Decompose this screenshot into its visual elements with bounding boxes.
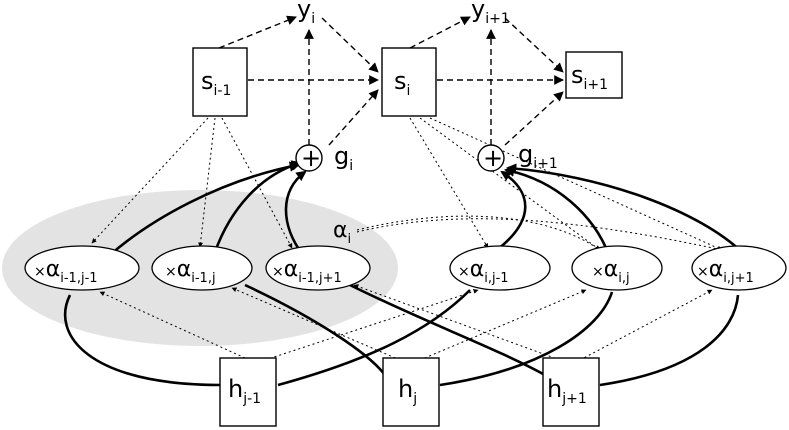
hidden-next: hj+1 (542, 357, 600, 427)
alpha-label: αi (333, 218, 351, 247)
svg-text:si: si (394, 67, 410, 99)
svg-text:×αi,j: ×αi,j (592, 257, 630, 286)
svg-text:×αi,j-1: ×αi,j-1 (458, 257, 509, 286)
svg-text:×αi,j+1: ×αi,j+1 (697, 257, 754, 286)
weight-node-5: ×αi,j+1 (691, 245, 787, 291)
output-y-cur: yi (297, 0, 315, 27)
gate-next: + gi+1 (477, 140, 558, 172)
bold-curves (63, 160, 746, 387)
svg-text:+: + (301, 144, 321, 172)
weight-node-1: ×αi-1,j (151, 245, 253, 291)
weight-node-0: ×αi-1,j-1 (24, 245, 140, 291)
dotted-arrows (91, 117, 723, 361)
dashed-arrows (218, 15, 564, 146)
svg-text:hj-1: hj-1 (228, 375, 261, 407)
svg-text:hj: hj (398, 375, 417, 407)
gate-cur: + gi (295, 142, 353, 174)
weight-node-2: ×αi-1,j+1 (265, 245, 371, 291)
svg-text:si+1: si+1 (571, 61, 608, 93)
weight-node-4: ×αi,j (571, 245, 663, 291)
svg-text:×αi-1,j-1: ×αi-1,j-1 (34, 257, 98, 286)
svg-text:+: + (483, 144, 503, 172)
svg-text:×αi-1,j+1: ×αi-1,j+1 (272, 257, 342, 286)
state-prev: si-1 (192, 47, 248, 117)
svg-text:×αi-1,j: ×αi-1,j (165, 257, 216, 286)
hidden-cur: hj (382, 357, 440, 427)
svg-text:gi: gi (334, 142, 353, 174)
svg-text:si-1: si-1 (201, 67, 231, 99)
svg-text:gi+1: gi+1 (518, 140, 558, 172)
state-cur: si (381, 47, 437, 117)
state-next: si+1 (565, 51, 623, 99)
output-y-next: yi+1 (471, 0, 510, 27)
weight-node-3: ×αi,j-1 (449, 245, 551, 291)
hidden-prev: hj-1 (219, 357, 277, 427)
svg-text:hj+1: hj+1 (547, 375, 587, 407)
